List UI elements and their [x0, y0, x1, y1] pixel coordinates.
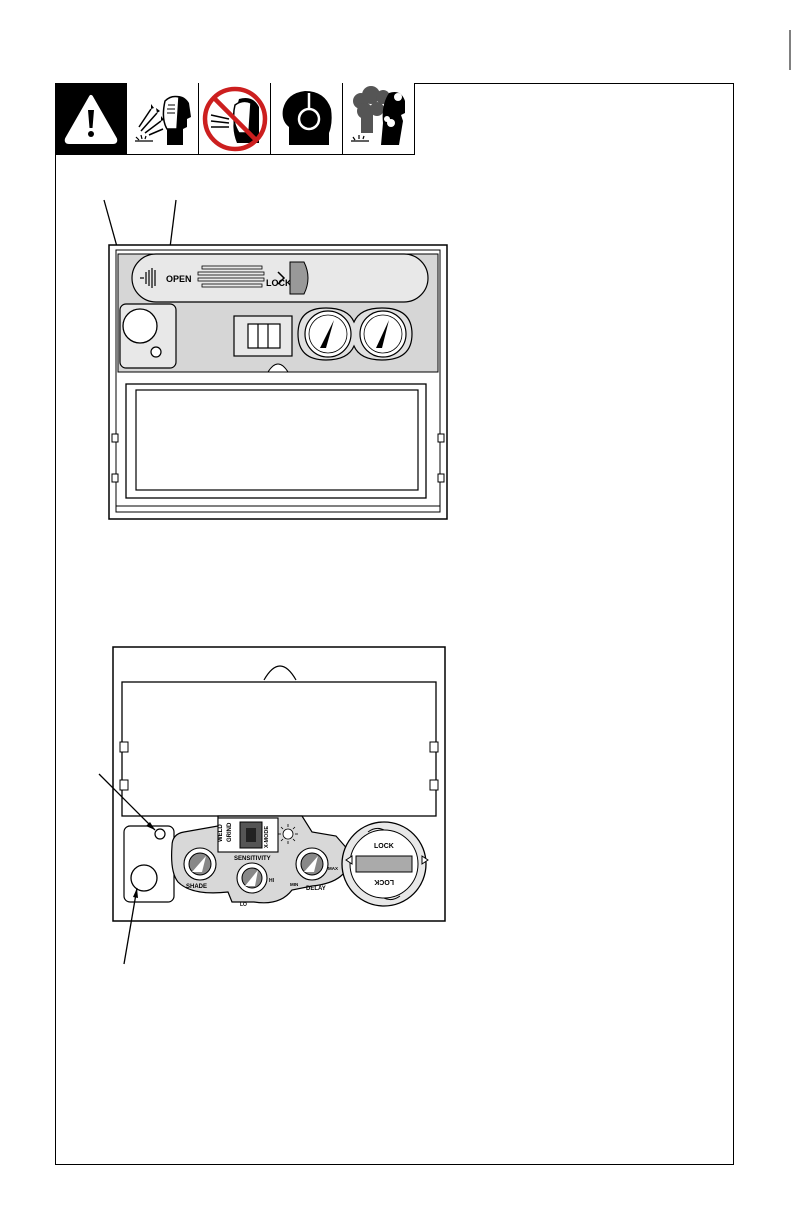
lo-label: LO	[240, 902, 247, 908]
safety-label-strip	[55, 83, 416, 155]
figure-1-lens-front: OPEN LOCK	[108, 244, 450, 524]
indicator-led	[151, 347, 161, 357]
solar-sensor	[123, 309, 157, 343]
mode-switch[interactable]	[248, 324, 280, 348]
max-label: MAX	[328, 866, 338, 871]
no-unprotected-eyes-prohibition-icon	[199, 83, 271, 155]
lock-bottom-label: LOCK	[374, 878, 394, 885]
min-label: MIN	[290, 882, 298, 887]
switch-grind-label: GRIND	[227, 822, 233, 842]
lock-top-label: LOCK	[374, 843, 394, 850]
delay-label: DELAY	[306, 886, 326, 892]
fumes-breathing-hazard-icon	[343, 83, 415, 155]
warning-triangle-icon	[55, 83, 127, 155]
switch-weld-label: WELD	[218, 824, 224, 842]
sensitivity-label: SENSITIVITY	[234, 856, 271, 862]
shade-label: SHADE	[186, 884, 207, 890]
arc-rays-face-shield-icon	[127, 83, 199, 155]
switch-xmode-label: X-MODE	[264, 826, 270, 848]
slider-open-label: OPEN	[166, 274, 192, 284]
figure-2-callout-leaders	[95, 770, 175, 970]
binding-edge-mark	[0, 0, 792, 80]
hi-label: HI	[269, 878, 275, 884]
hearing-protection-icon	[271, 83, 343, 155]
lens-window	[136, 390, 418, 490]
